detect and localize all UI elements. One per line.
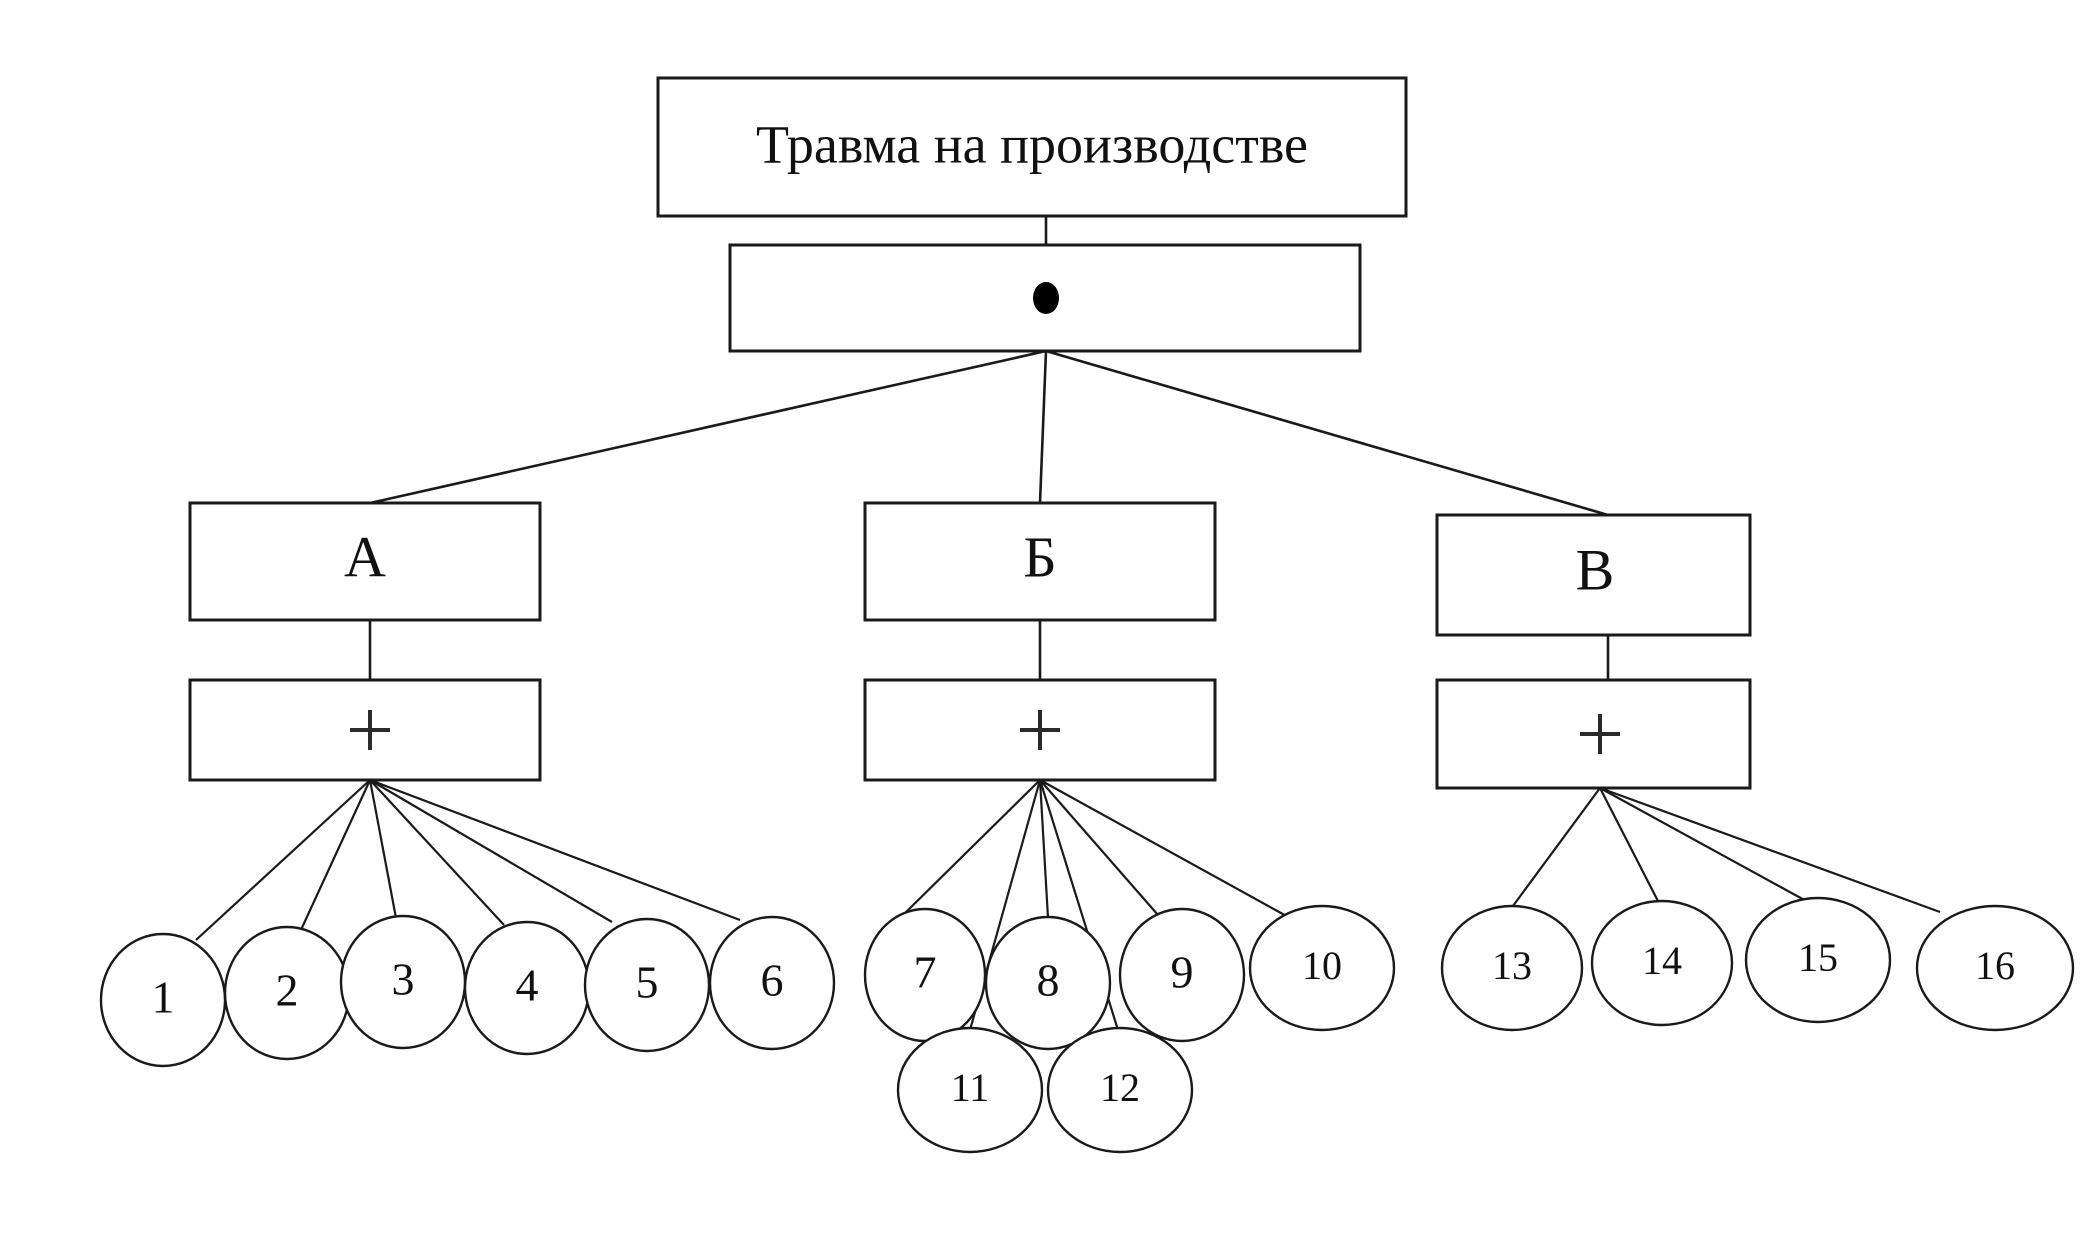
edge-v-to-leaf-13 [1509, 787, 1601, 911]
edge-b-to-leaf-8 [1038, 779, 1050, 919]
edge-v-to-leaf-14 [1599, 787, 1661, 906]
leaf-ellipse-14[interactable] [1590, 899, 1734, 1027]
leaf-node-4[interactable]: 4 [463, 920, 591, 1056]
edge-a-to-leaf-2 [299, 779, 371, 933]
branch-a-node[interactable]: А [188, 501, 542, 622]
edge-gate-to-branch-b [1038, 350, 1048, 504]
edge-a-to-leaf-1 [195, 779, 371, 941]
leaf-ellipse-12[interactable] [1046, 1026, 1194, 1154]
branch-b-box[interactable] [863, 501, 1217, 622]
branch-b-node[interactable]: Б [863, 501, 1217, 622]
leaf-ellipse-15[interactable] [1744, 896, 1892, 1024]
leaf-label-11: 11 [951, 1065, 990, 1110]
leaf-label-5: 5 [636, 957, 659, 1008]
leaf-node-9[interactable]: 9 [1118, 907, 1246, 1043]
leaf-node-11[interactable]: 11 [896, 1026, 1044, 1154]
top-gate-node[interactable] [728, 243, 1362, 353]
branch-b-label: Б [1023, 524, 1056, 589]
leaf-label-12: 12 [1100, 1065, 1140, 1110]
leaf-ellipse-6[interactable] [708, 915, 836, 1051]
leaf-node-15[interactable]: 15 [1744, 896, 1892, 1024]
leaf-ellipse-13[interactable] [1440, 904, 1584, 1032]
leaf-node-10[interactable]: 10 [1248, 904, 1396, 1032]
edge-gate-to-branch-v [1045, 349, 1609, 517]
edge-b-to-leaf-10 [1039, 779, 1291, 919]
leaf-label-3: 3 [392, 954, 415, 1005]
plus-gate-icon-a [350, 710, 390, 750]
leaf-node-7[interactable]: 7 [863, 907, 987, 1043]
leaf-label-14: 14 [1642, 938, 1682, 983]
branch-v-box[interactable] [1435, 513, 1752, 637]
branch-a-gate-node[interactable] [188, 678, 542, 782]
leaf-label-2: 2 [276, 965, 299, 1016]
top-event-node[interactable]: Травма на производстве [656, 76, 1408, 218]
leaf-label-10: 10 [1302, 943, 1342, 988]
leaf-node-16[interactable]: 16 [1915, 904, 2075, 1032]
leaf-node-6[interactable]: 6 [708, 915, 836, 1051]
leaf-ellipse-8[interactable] [984, 915, 1112, 1051]
or-gate-dot-icon [1033, 282, 1059, 314]
leaf-label-7: 7 [914, 947, 937, 998]
branch-v-gate-node[interactable] [1435, 678, 1752, 790]
edge-a-to-leaf-4 [369, 779, 505, 926]
top-event-label: Травма на производстве [756, 114, 1308, 174]
top-event-box[interactable] [656, 76, 1408, 218]
leaf-ellipse-9[interactable] [1118, 907, 1246, 1043]
branch-b-gate-node[interactable] [863, 678, 1217, 782]
edge-b-to-leaf-9 [1039, 779, 1159, 916]
branch-v-label: В [1576, 537, 1615, 602]
branch-a-label: А [344, 524, 386, 589]
leaf-label-4: 4 [516, 960, 539, 1011]
leaf-label-9: 9 [1171, 947, 1194, 998]
edge-v-to-leaf-15 [1599, 787, 1809, 903]
leaf-node-8[interactable]: 8 [984, 915, 1112, 1051]
leaf-label-8: 8 [1037, 955, 1060, 1006]
leaf-node-1[interactable]: 1 [99, 932, 227, 1068]
leaf-label-13: 13 [1492, 943, 1532, 988]
leaf-label-15: 15 [1798, 935, 1838, 980]
edge-a-to-leaf-5 [369, 779, 613, 923]
leaf-ellipse-11[interactable] [896, 1026, 1044, 1154]
leaf-node-3[interactable]: 3 [339, 914, 467, 1050]
edge-a-to-leaf-3 [368, 779, 398, 919]
leaf-node-5[interactable]: 5 [583, 917, 711, 1053]
plus-gate-icon-v [1580, 714, 1620, 754]
edge-layer [195, 216, 1941, 1031]
leaf-layer: 1 2 3 4 5 6 [99, 896, 2075, 1154]
leaf-label-16: 16 [1975, 943, 2015, 988]
leaf-ellipse-16[interactable] [1915, 904, 2075, 1032]
branch-a-box[interactable] [188, 501, 542, 622]
plus-gate-icon-b [1020, 710, 1060, 750]
leaf-label-6: 6 [761, 955, 784, 1006]
leaf-node-13[interactable]: 13 [1440, 904, 1584, 1032]
edge-a-to-leaf-6 [369, 778, 741, 922]
edge-gate-to-branch-a [369, 349, 1047, 505]
edge-v-to-leaf-16 [1599, 786, 1941, 914]
leaf-label-1: 1 [152, 972, 175, 1023]
leaf-node-12[interactable]: 12 [1046, 1026, 1194, 1154]
leaf-node-14[interactable]: 14 [1590, 899, 1734, 1027]
leaf-node-2[interactable]: 2 [223, 925, 351, 1061]
branch-v-node[interactable]: В [1435, 513, 1752, 637]
edge-b-to-leaf-7 [899, 779, 1041, 919]
leaf-ellipse-10[interactable] [1248, 904, 1396, 1032]
